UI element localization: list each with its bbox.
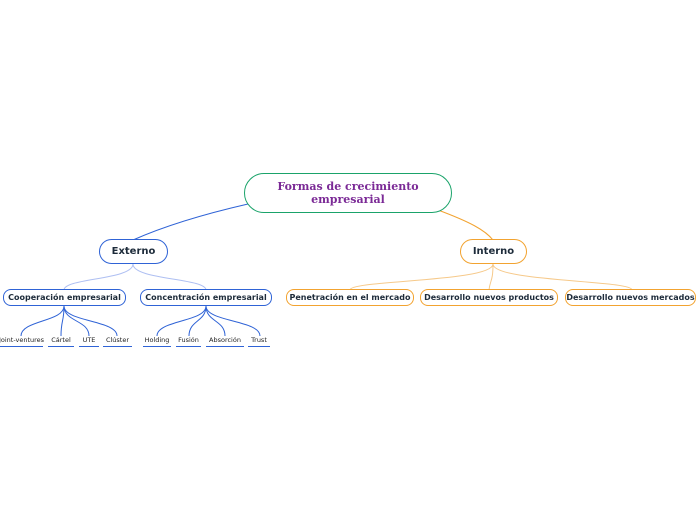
link-conc-fusion: [188, 305, 207, 337]
leaf-cluster-label: Clúster: [105, 336, 130, 344]
link-conc-holding: [156, 305, 207, 337]
link-interno-productos: [488, 263, 494, 291]
link-coop-ute: [63, 305, 90, 337]
concentracion-node[interactable]: Concentración empresarial: [140, 289, 272, 306]
leaf-cluster[interactable]: Clúster: [103, 334, 132, 347]
leaf-joint-ventures[interactable]: Joint-ventures: [0, 334, 45, 347]
link-root-interno: [437, 209, 494, 241]
link-interno-mercados: [492, 263, 633, 291]
externo-label: Externo: [111, 246, 156, 257]
concentracion-label: Concentración empresarial: [145, 293, 267, 302]
cooperacion-node[interactable]: Cooperación empresarial: [3, 289, 126, 306]
leaf-cartel[interactable]: Cártel: [48, 334, 74, 347]
leaf-trust[interactable]: Trust: [248, 334, 270, 347]
link-coop-joint: [20, 305, 65, 337]
link-coop-cartel: [60, 305, 65, 337]
link-root-externo: [132, 203, 249, 241]
link-conc-absorcion: [205, 305, 226, 337]
link-interno-penetracion: [349, 263, 494, 291]
externo-node[interactable]: Externo: [99, 239, 168, 264]
penetracion-label: Penetración en el mercado: [289, 293, 411, 302]
leaf-ute[interactable]: UTE: [79, 334, 99, 347]
interno-node[interactable]: Interno: [460, 239, 527, 264]
cooperacion-label: Cooperación empresarial: [8, 293, 121, 302]
leaf-cartel-label: Cártel: [51, 336, 71, 344]
link-externo-concentracion: [132, 263, 207, 291]
leaf-absorcion-label: Absorción: [209, 336, 241, 344]
link-externo-cooperacion: [63, 263, 134, 291]
desarrollo-productos-label: Desarrollo nuevos productos: [424, 293, 554, 302]
leaf-trust-label: Trust: [251, 336, 267, 344]
desarrollo-mercados-node[interactable]: Desarrollo nuevos mercados: [565, 289, 696, 306]
leaf-holding-label: Holding: [144, 336, 170, 344]
link-conc-trust: [205, 305, 261, 337]
leaf-fusion[interactable]: Fusión: [176, 334, 201, 347]
leaf-fusion-label: Fusión: [178, 336, 199, 344]
link-coop-cluster: [63, 305, 118, 337]
leaf-ute-label: UTE: [82, 336, 96, 344]
interno-label: Interno: [472, 246, 515, 257]
penetracion-node[interactable]: Penetración en el mercado: [286, 289, 414, 306]
root-title: Formas de crecimiento empresarial: [277, 180, 419, 206]
root-node[interactable]: Formas de crecimiento empresarial: [244, 173, 452, 213]
leaf-absorcion[interactable]: Absorción: [206, 334, 244, 347]
leaf-holding[interactable]: Holding: [143, 334, 171, 347]
desarrollo-mercados-label: Desarrollo nuevos mercados: [566, 293, 695, 302]
desarrollo-productos-node[interactable]: Desarrollo nuevos productos: [420, 289, 558, 306]
leaf-joint-ventures-label: Joint-ventures: [0, 336, 45, 344]
